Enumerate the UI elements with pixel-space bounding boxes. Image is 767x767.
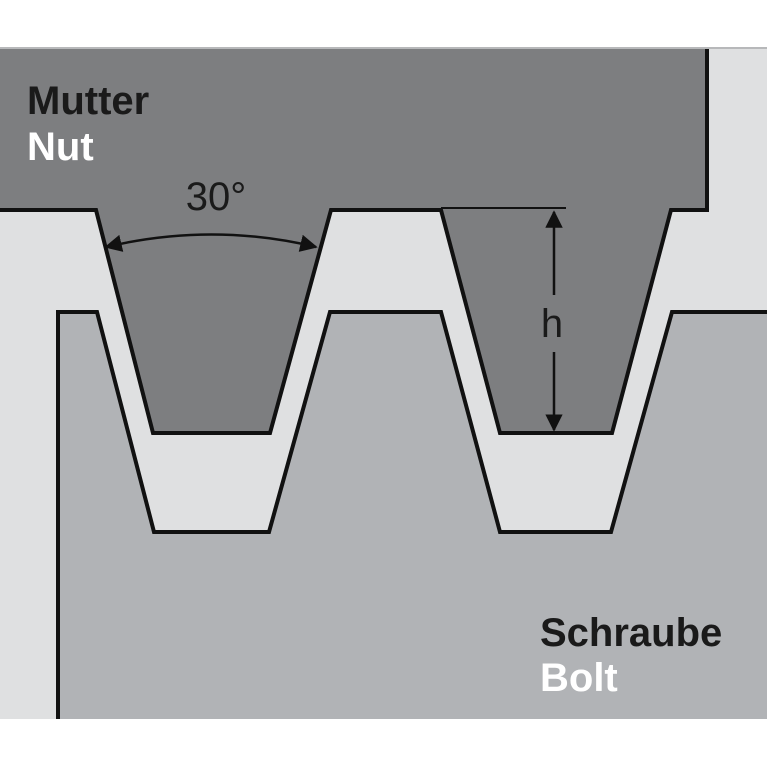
nut-label-german: Mutter — [27, 79, 149, 123]
bolt-body — [58, 312, 767, 719]
nut-outline — [0, 49, 709, 435]
bolt-label-english: Bolt — [540, 656, 618, 700]
bolt-label-german: Schraube — [540, 611, 722, 655]
nut-body — [0, 49, 707, 433]
angle-label: 30° — [186, 175, 247, 219]
angle-arc — [104, 233, 318, 252]
nut-label-english: Nut — [27, 125, 94, 169]
bottom-margin — [0, 719, 767, 767]
height-label: h — [541, 302, 563, 346]
bolt-outline — [56, 310, 767, 719]
